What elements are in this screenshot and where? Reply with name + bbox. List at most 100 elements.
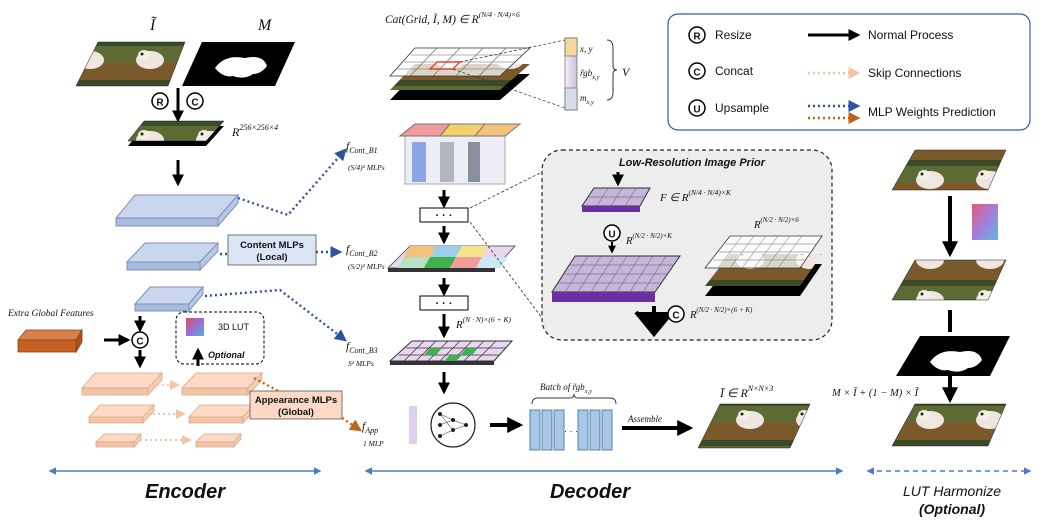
- low-res-output-arrow: [634, 306, 674, 338]
- f-cont-b2-label: fCont_B2: [346, 244, 378, 258]
- svg-text:· · ·: · · ·: [435, 298, 452, 310]
- encoder-block-2: [125, 241, 220, 272]
- appearance-block-5: [188, 403, 255, 425]
- lut-final-image: [891, 403, 1007, 447]
- input-image: [75, 41, 186, 87]
- lut-harmonize-label: LUT Harmonize: [903, 483, 1001, 499]
- mask-label: M: [257, 17, 273, 34]
- concat-op-icon: C: [186, 92, 204, 110]
- feature-vector: [564, 37, 578, 111]
- r-nn-label: R(N · N)×(6 + K): [455, 315, 511, 331]
- f-in-r-label: F ∈ R(N/4 · N/4)×K: [659, 188, 732, 204]
- blend-formula: M × Ī + (1 − M) × Ĩ: [831, 387, 920, 399]
- appearance-block-4: [181, 371, 263, 397]
- half-res-grid-stack: [704, 235, 823, 296]
- lut-cube: [972, 204, 998, 240]
- xy-label: x, y: [579, 44, 593, 54]
- rgb-xy-label: r̃gbx,y: [580, 68, 600, 81]
- appearance-block-3: [95, 432, 142, 449]
- content-b2-grid: [386, 245, 517, 272]
- batch-ellipsis: · · ·: [564, 426, 578, 436]
- output-image: [697, 403, 811, 449]
- appearance-block-6: [195, 432, 242, 449]
- svg-text:C: C: [672, 311, 679, 322]
- low-res-title: Low-Resolution Image Prior: [619, 157, 766, 169]
- output-ibar-label: Ī ∈ RN×N×3: [719, 384, 773, 400]
- resized-dim-label: R256×256×4: [231, 123, 278, 139]
- m-xy-label: mx,y: [580, 93, 594, 106]
- legend-concat: C Concat: [688, 62, 754, 80]
- skip-connections: [140, 380, 192, 445]
- lut-mask-silhouette: [930, 351, 982, 372]
- svg-text:C: C: [191, 98, 198, 109]
- assemble-label: Assemble: [627, 414, 662, 424]
- batch-of-label: Batch of r̃gbx,y: [540, 382, 592, 395]
- f-app-label: fApp: [362, 421, 378, 435]
- legend-mlp-pred: MLP Weights Prediction: [808, 100, 996, 124]
- svg-text:U: U: [608, 230, 615, 241]
- v-label: V: [622, 65, 631, 79]
- r-half-6-label: R(N/2 · N/2)×6: [753, 216, 799, 231]
- svg-text:U: U: [693, 105, 700, 116]
- appearance-block-2: [88, 403, 155, 425]
- resize-op-icon: R: [151, 92, 169, 110]
- mlp-weight-arrows: [204, 148, 345, 342]
- svg-text:Appearance MLPs: Appearance MLPs: [255, 395, 337, 406]
- low-res-connectors: [469, 171, 543, 319]
- lut-cube-icon: [186, 318, 204, 336]
- mask-silhouette: [215, 57, 267, 78]
- concat-op-icon-2: C: [131, 331, 149, 349]
- encoder-block-1: [114, 193, 240, 228]
- projection-lines: [452, 39, 566, 109]
- svg-text:(Global): (Global): [278, 407, 314, 418]
- lut-3d-label: 3D LUT: [218, 322, 250, 332]
- legend-upsample: U Upsample: [688, 99, 769, 117]
- svg-text:C: C: [693, 68, 700, 79]
- legend-resize: R Resize: [688, 26, 752, 44]
- resized-image: [127, 120, 225, 142]
- svg-text:Skip Connections: Skip Connections: [868, 66, 961, 80]
- decoder-section-label: Decoder: [550, 481, 631, 503]
- input-image-label: Ĩ: [149, 16, 157, 34]
- optional-label: Optional: [208, 350, 245, 360]
- svg-text:R: R: [693, 32, 701, 43]
- svg-text:Normal Process: Normal Process: [868, 28, 953, 42]
- lut-input-image: [891, 149, 1007, 191]
- extra-global-features-label: Extra Global Features: [7, 309, 94, 319]
- appearance-mlps-box: Appearance MLPs (Global): [249, 390, 343, 420]
- encoder-section-label: Encoder: [145, 481, 226, 503]
- svg-text:C: C: [136, 337, 143, 348]
- input-feature-strip: [409, 406, 417, 444]
- arrow-to-fapp: [341, 417, 362, 432]
- svg-text:R: R: [156, 98, 164, 109]
- content-b3-grid: [388, 340, 514, 365]
- f-cont-b1-label: fCont_B1: [346, 141, 378, 155]
- svg-text:(Local): (Local): [256, 252, 287, 263]
- concat-op-icon-3: C: [667, 305, 685, 323]
- f-cont-b3-mlps: S² MLPs: [348, 359, 374, 368]
- content-mlps-box: Content MLPs (Local): [227, 234, 317, 266]
- batch-columns: [529, 409, 613, 451]
- mlp-network-icon: [430, 402, 476, 448]
- f-app-mlps: 1 MLP: [363, 439, 384, 448]
- svg-text:Upsample: Upsample: [715, 101, 769, 115]
- v-brace: [606, 39, 618, 101]
- encoder-block-3: [133, 285, 205, 313]
- cat-grid-label: Cat(Grid, Ĩ, M) ∈ R(N/4 · N/4)×6: [385, 10, 520, 26]
- svg-text:MLP Weights Prediction: MLP Weights Prediction: [868, 105, 996, 119]
- optional-lut-box: [175, 311, 265, 365]
- f-cont-b3-label: fCont_B3: [346, 341, 378, 355]
- f-small-grid: [581, 187, 651, 212]
- upsampled-grid: [551, 255, 681, 302]
- content-b1-block: [398, 123, 522, 185]
- svg-text:Concat: Concat: [715, 64, 754, 78]
- svg-text:Resize: Resize: [715, 28, 752, 42]
- appearance-block-1: [81, 371, 163, 397]
- f-cont-b1-mlps: (S/4)² MLPs: [348, 163, 385, 172]
- svg-text:· · ·: · · ·: [435, 210, 452, 222]
- r-half-k-label: R(N/2 · N/2)×K: [625, 232, 672, 247]
- upsample-op-icon: U: [603, 224, 621, 242]
- legend-normal: Normal Process: [808, 28, 953, 42]
- dots-box-1: · · ·: [419, 207, 469, 223]
